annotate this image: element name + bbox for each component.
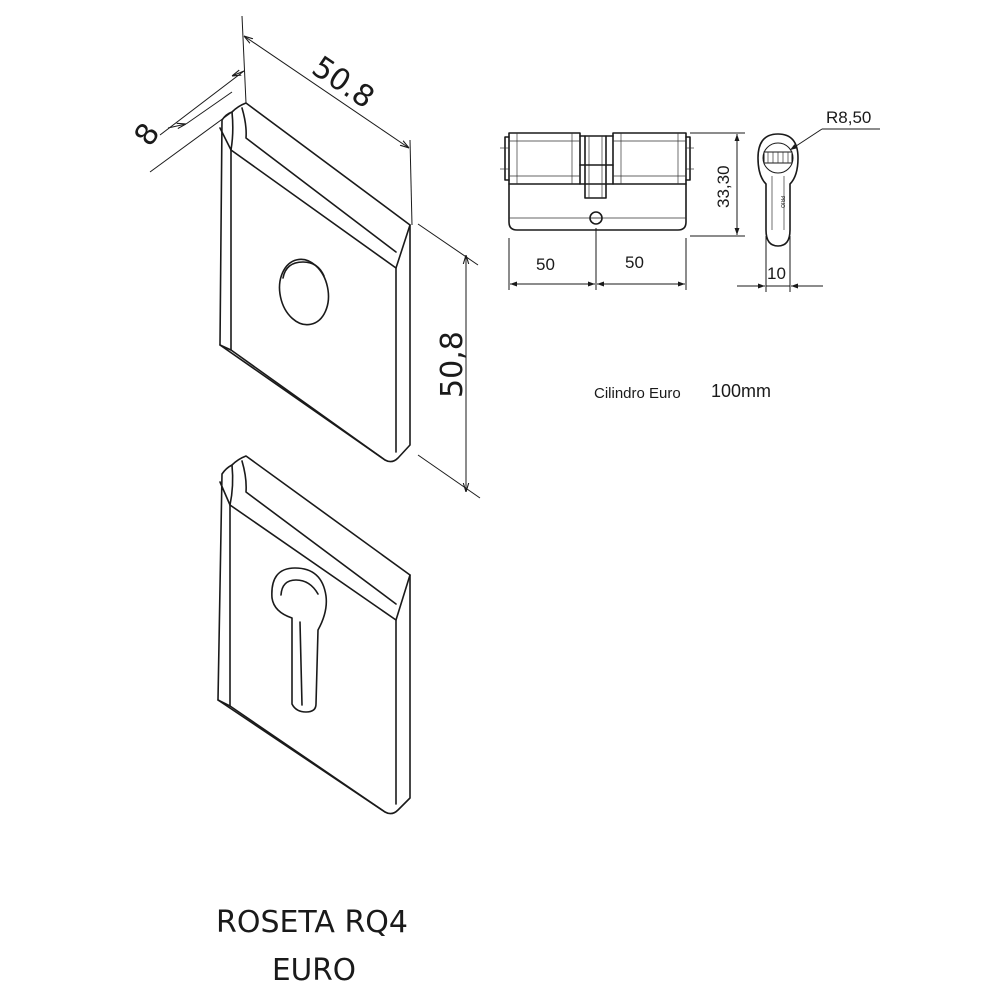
cylinder-side-view — [500, 132, 694, 231]
dimension-cylinder-radius: R8,50 — [789, 108, 880, 151]
dim-label-right-length: 50 — [625, 253, 644, 272]
product-label-line1: ROSETA RQ4 — [216, 905, 408, 940]
dim-label-cylinder-height: 33,30 — [714, 165, 733, 208]
rosette-round-hole — [219, 102, 411, 463]
rosette-euro-hole — [217, 455, 411, 815]
cylinder-front-view: PRIO — [757, 133, 799, 247]
dimension-rosette-depth: 8 — [128, 71, 245, 173]
dim-label-height: 50,8 — [435, 331, 470, 398]
cylinder-caption-size: 100mm — [711, 381, 771, 401]
dimension-rosette-height: 50,8 — [417, 223, 481, 499]
dim-label-depth: 8 — [128, 117, 168, 152]
dimension-rosette-width: 50.8 — [241, 15, 413, 226]
dimension-cylinder-length: 50 50 — [508, 228, 687, 290]
dim-label-width: 50.8 — [306, 50, 381, 116]
dimension-cylinder-width: 10 — [737, 236, 823, 292]
dim-label-cylinder-width: 10 — [767, 264, 786, 283]
dim-label-radius: R8,50 — [826, 108, 871, 127]
cylinder-caption-prefix: Cilindro Euro — [594, 385, 681, 402]
dim-label-left-length: 50 — [536, 255, 555, 274]
brand-mark: PRIO — [779, 196, 785, 208]
product-label-line2: EURO — [272, 953, 356, 988]
dimension-cylinder-height: 33,30 — [690, 132, 745, 237]
